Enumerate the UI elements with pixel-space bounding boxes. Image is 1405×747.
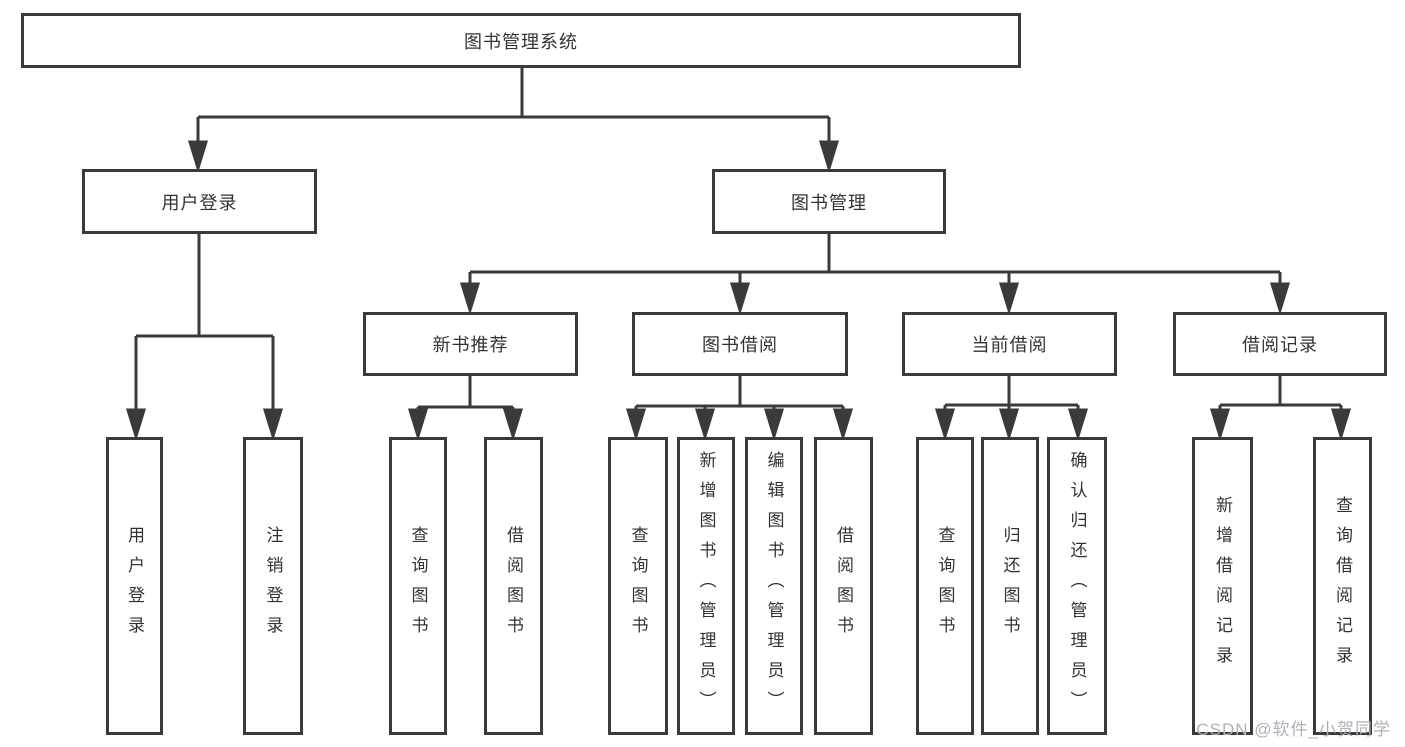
csdn-watermark: CSDN @软件_小贺同学 [1196, 720, 1391, 739]
node-current-borrow: 当前借阅 [902, 312, 1117, 376]
node-label: 新增借阅记录 [1213, 496, 1232, 676]
node-label: 当前借阅 [971, 335, 1048, 355]
arrowhead [262, 408, 284, 442]
node-leaf-query-books-2: 查询图书 [608, 437, 668, 735]
node-label: 用户登录 [125, 526, 144, 646]
node-leaf-add-borrow-record: 新增借阅记录 [1192, 437, 1253, 735]
connector-new-book-rec-children [407, 376, 524, 442]
node-label: 图书管理系统 [464, 31, 578, 52]
node-root-library-system: 图书管理系统 [21, 13, 1021, 68]
connector-user-login-children [125, 234, 284, 442]
node-leaf-add-books-admin: 新增图书（管理员） [677, 437, 735, 735]
node-label: 查询借阅记录 [1333, 496, 1352, 676]
arrowhead [763, 408, 785, 442]
node-user-login: 用户登录 [82, 169, 317, 234]
node-label: 借阅图书 [504, 526, 523, 646]
node-label: 借阅记录 [1242, 335, 1318, 355]
node-label: 编辑图书（管理员） [764, 451, 784, 721]
arrowhead [1067, 408, 1089, 442]
arrowhead [998, 408, 1020, 442]
arrowhead [1269, 282, 1291, 316]
arrowhead [818, 140, 840, 174]
node-label: 图书管理 [791, 192, 867, 213]
node-label: 查询图书 [408, 526, 428, 646]
node-leaf-return-books: 归还图书 [981, 437, 1039, 735]
arrowhead [1209, 408, 1231, 442]
connector-book-borrow-children [625, 376, 854, 442]
arrowhead [459, 282, 481, 316]
arrowhead [934, 408, 956, 442]
node-label: 新书推荐 [432, 335, 509, 355]
connector-borrow-record-children [1209, 376, 1352, 442]
node-label: 注销登录 [263, 526, 283, 646]
node-label: 查询图书 [628, 526, 648, 646]
node-leaf-edit-books-admin: 编辑图书（管理员） [745, 437, 803, 735]
arrowhead [832, 408, 854, 442]
node-leaf-borrow-books-2: 借阅图书 [814, 437, 873, 735]
node-label: 借阅图书 [834, 526, 853, 646]
node-label: 归还图书 [1000, 526, 1020, 646]
arrowhead [125, 408, 147, 442]
node-leaf-user-login: 用户登录 [106, 437, 163, 735]
arrowhead [502, 408, 524, 442]
node-leaf-logout: 注销登录 [243, 437, 303, 735]
node-leaf-confirm-return-admin: 确认归还（管理员） [1047, 437, 1107, 735]
connector-current-borrow-children [934, 376, 1089, 442]
node-leaf-query-borrow-record: 查询借阅记录 [1313, 437, 1372, 735]
node-book-management: 图书管理 [712, 169, 946, 234]
node-leaf-query-books-3: 查询图书 [916, 437, 974, 735]
node-book-borrow: 图书借阅 [632, 312, 848, 376]
arrowhead [407, 408, 429, 442]
node-label: 新增图书（管理员） [696, 451, 716, 721]
node-label: 图书借阅 [702, 335, 778, 355]
connector-book-mgmt-children [459, 234, 1291, 316]
connector-root-to-level2 [187, 68, 840, 174]
node-leaf-query-books-1: 查询图书 [389, 437, 447, 735]
arrowhead [998, 282, 1020, 316]
node-borrow-record: 借阅记录 [1173, 312, 1387, 376]
node-leaf-borrow-books-1: 借阅图书 [484, 437, 543, 735]
arrowhead [1330, 408, 1352, 442]
node-new-book-recommend: 新书推荐 [363, 312, 578, 376]
arrowhead [187, 140, 209, 174]
node-label: 查询图书 [935, 526, 955, 646]
arrowhead [625, 408, 647, 442]
node-label: 确认归还（管理员） [1067, 451, 1087, 721]
arrowhead [694, 408, 716, 442]
node-label: 用户登录 [161, 192, 238, 213]
arrowhead [729, 282, 751, 316]
